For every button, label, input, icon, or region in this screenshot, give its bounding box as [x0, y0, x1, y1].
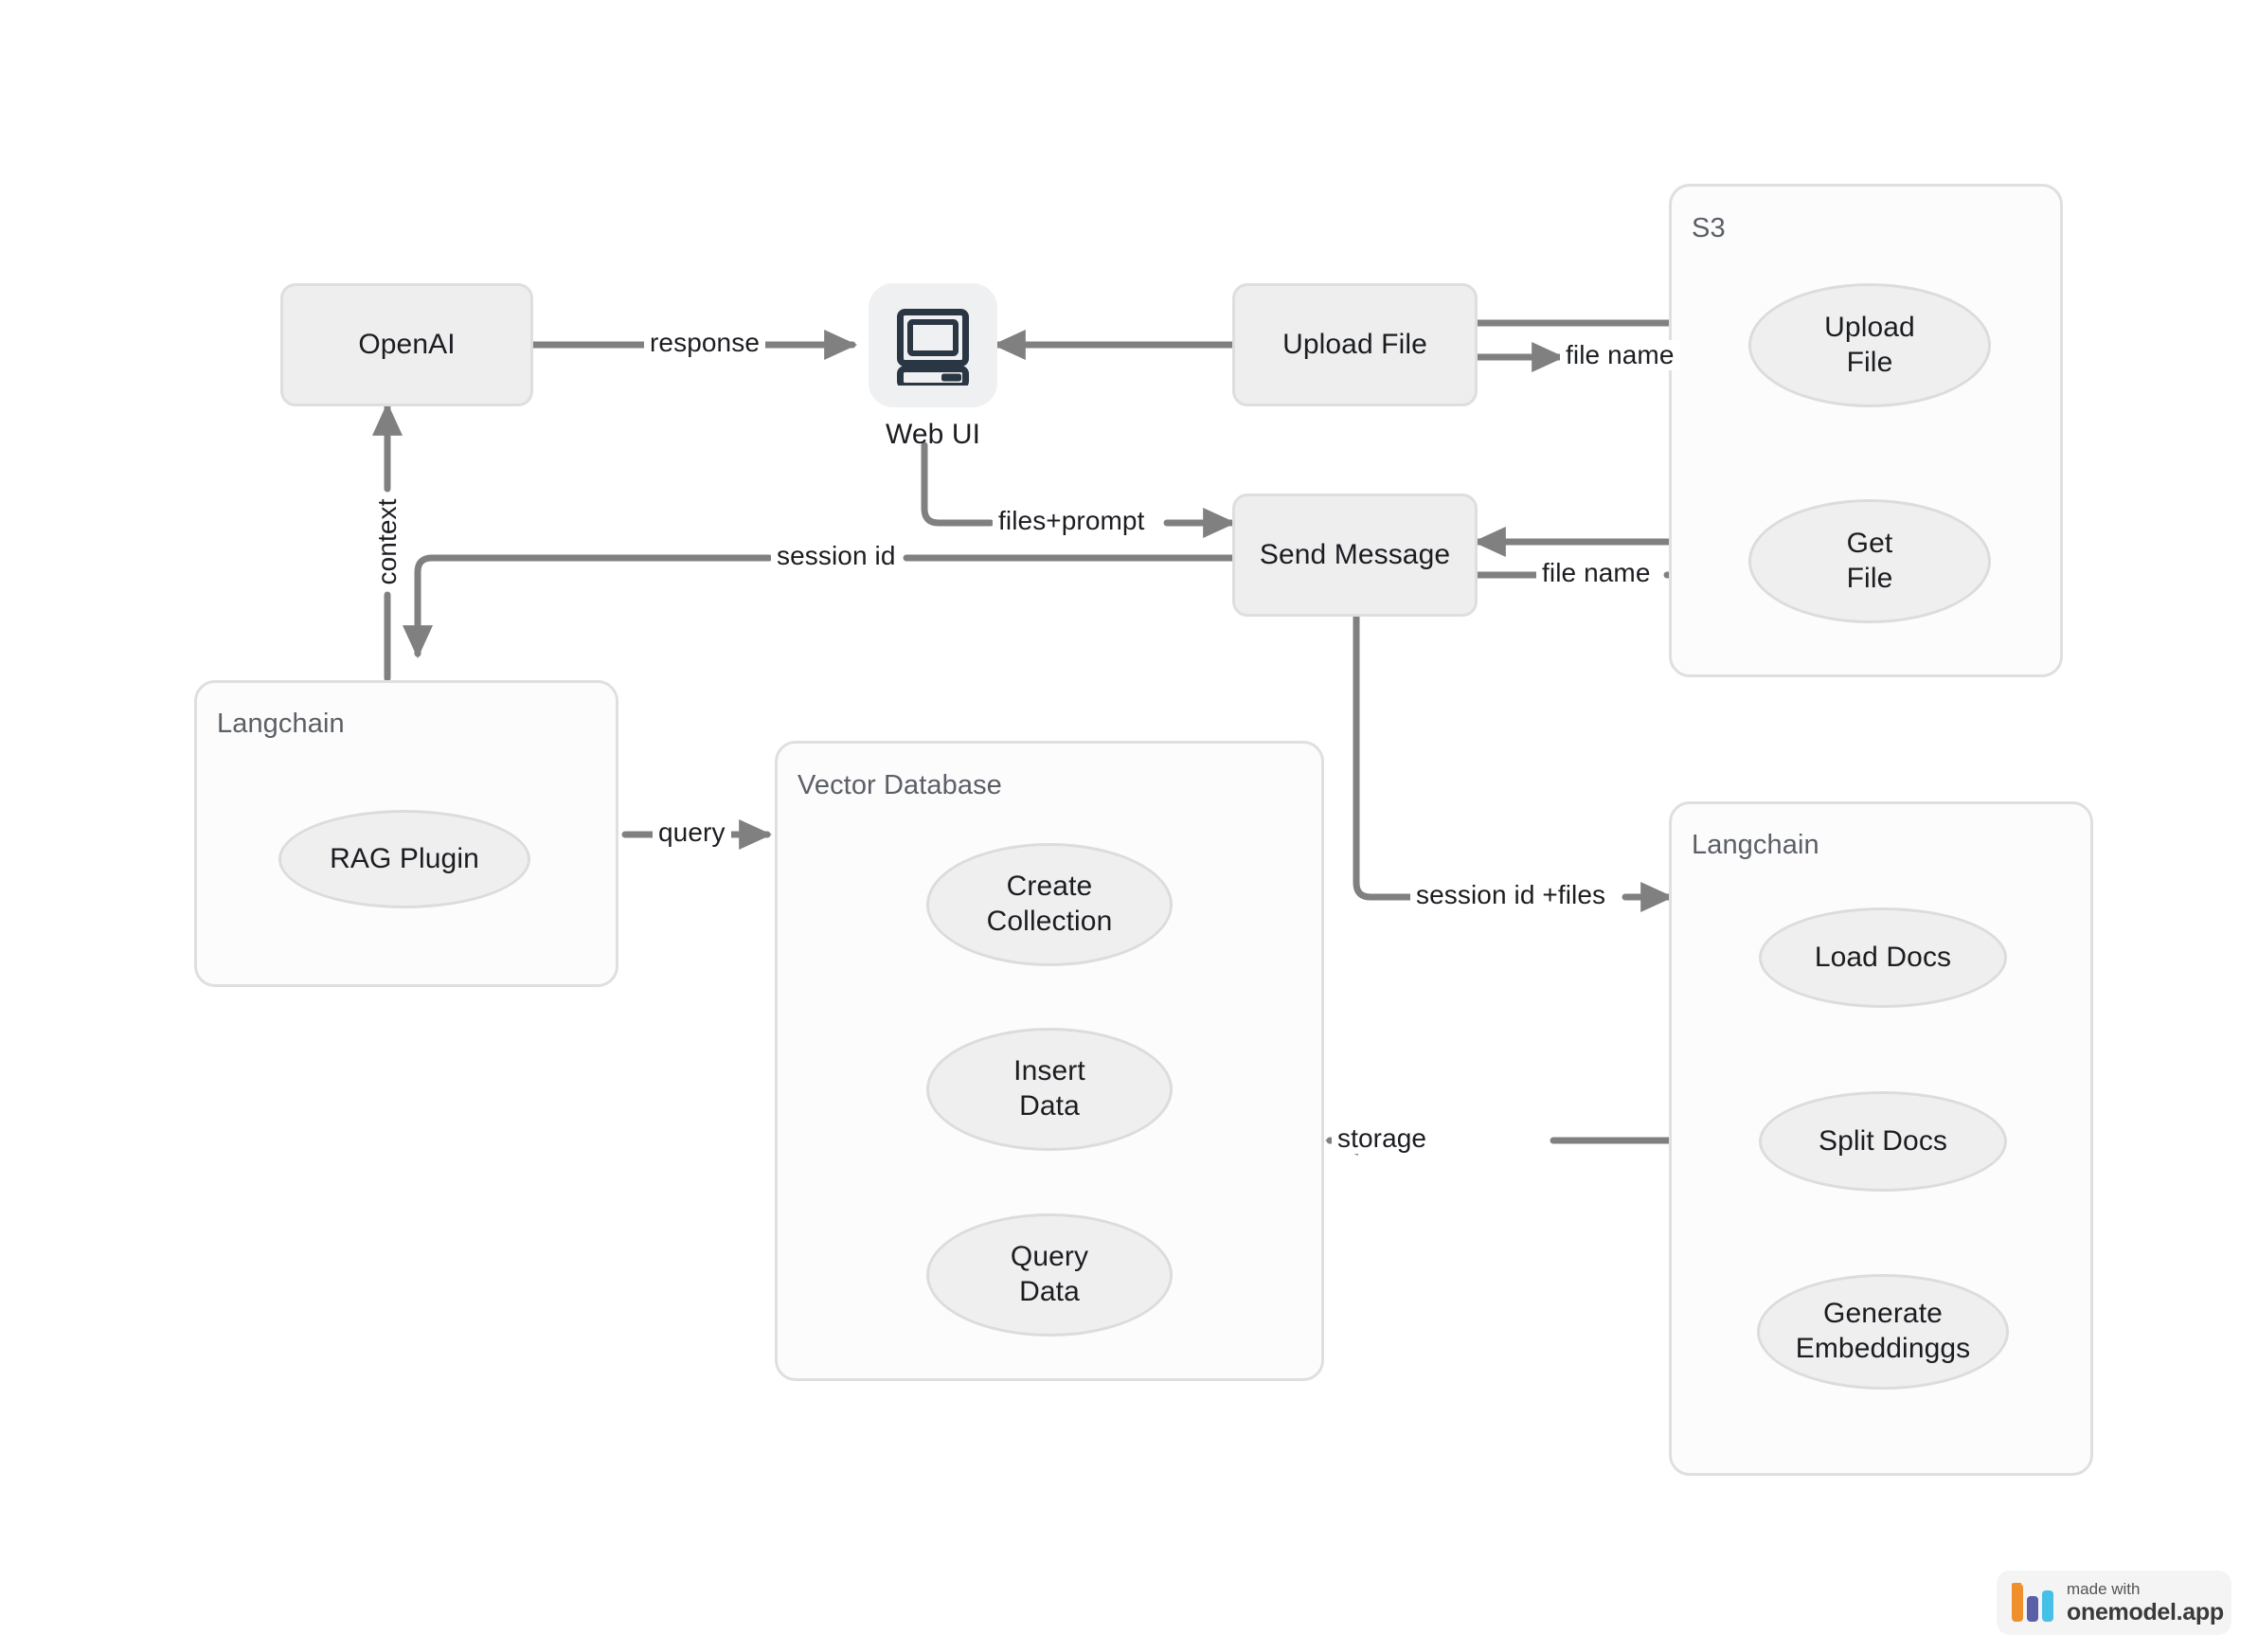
edge-label-context: context — [372, 493, 403, 591]
node-s3-get-file[interactable]: Get File — [1748, 499, 1991, 623]
node-load-docs[interactable]: Load Docs — [1759, 907, 2007, 1008]
onemodel-logo-icon — [2012, 1583, 2053, 1622]
edge-label-files-prompt: files+prompt — [993, 506, 1151, 536]
node-generate-embeddings[interactable]: Generate Embeddinggs — [1757, 1274, 2009, 1390]
branding-badge[interactable]: made with onemodel.app — [1997, 1571, 2231, 1635]
node-upload-file[interactable]: Upload File — [1232, 283, 1478, 406]
edge-label-storage: storage — [1332, 1123, 1433, 1154]
edge-label-session-files: session id +files — [1410, 880, 1612, 910]
node-query-data[interactable]: Query Data — [926, 1213, 1173, 1337]
edge-session-files-elbow — [1353, 613, 1415, 901]
branding-made-with: made with — [2067, 1580, 2141, 1598]
edge-label-session-id: session id — [771, 541, 902, 571]
group-langchain-ingest-title: Langchain — [1692, 830, 1819, 860]
node-insert-data[interactable]: Insert Data — [926, 1028, 1173, 1151]
computer-monitor-icon — [894, 306, 972, 386]
edge-label-s3-file-name: file name — [1560, 340, 1680, 370]
edge-label-query: query — [653, 817, 731, 848]
node-web-ui[interactable] — [869, 283, 997, 407]
edge-label-response: response — [644, 328, 765, 358]
group-langchain-rag-title: Langchain — [217, 709, 345, 739]
node-send-message[interactable]: Send Message — [1232, 494, 1478, 617]
node-split-docs[interactable]: Split Docs — [1759, 1091, 2007, 1192]
edge-files-prompt-elbow — [921, 441, 995, 527]
branding-text: made with onemodel.app — [2067, 1581, 2224, 1625]
group-s3-title: S3 — [1692, 213, 1726, 243]
group-vector-database-title: Vector Database — [797, 770, 1002, 800]
node-openai[interactable]: OpenAI — [280, 283, 533, 406]
edge-session-id-left — [402, 554, 773, 659]
branding-product-name: onemodel.app — [2067, 1599, 2224, 1625]
node-s3-upload-file[interactable]: Upload File — [1748, 283, 1991, 407]
node-create-collection[interactable]: Create Collection — [926, 843, 1173, 966]
node-rag-plugin[interactable]: RAG Plugin — [278, 810, 530, 908]
edge-label-get-file-name: file name — [1536, 558, 1657, 588]
node-web-ui-label: Web UI — [885, 419, 981, 450]
